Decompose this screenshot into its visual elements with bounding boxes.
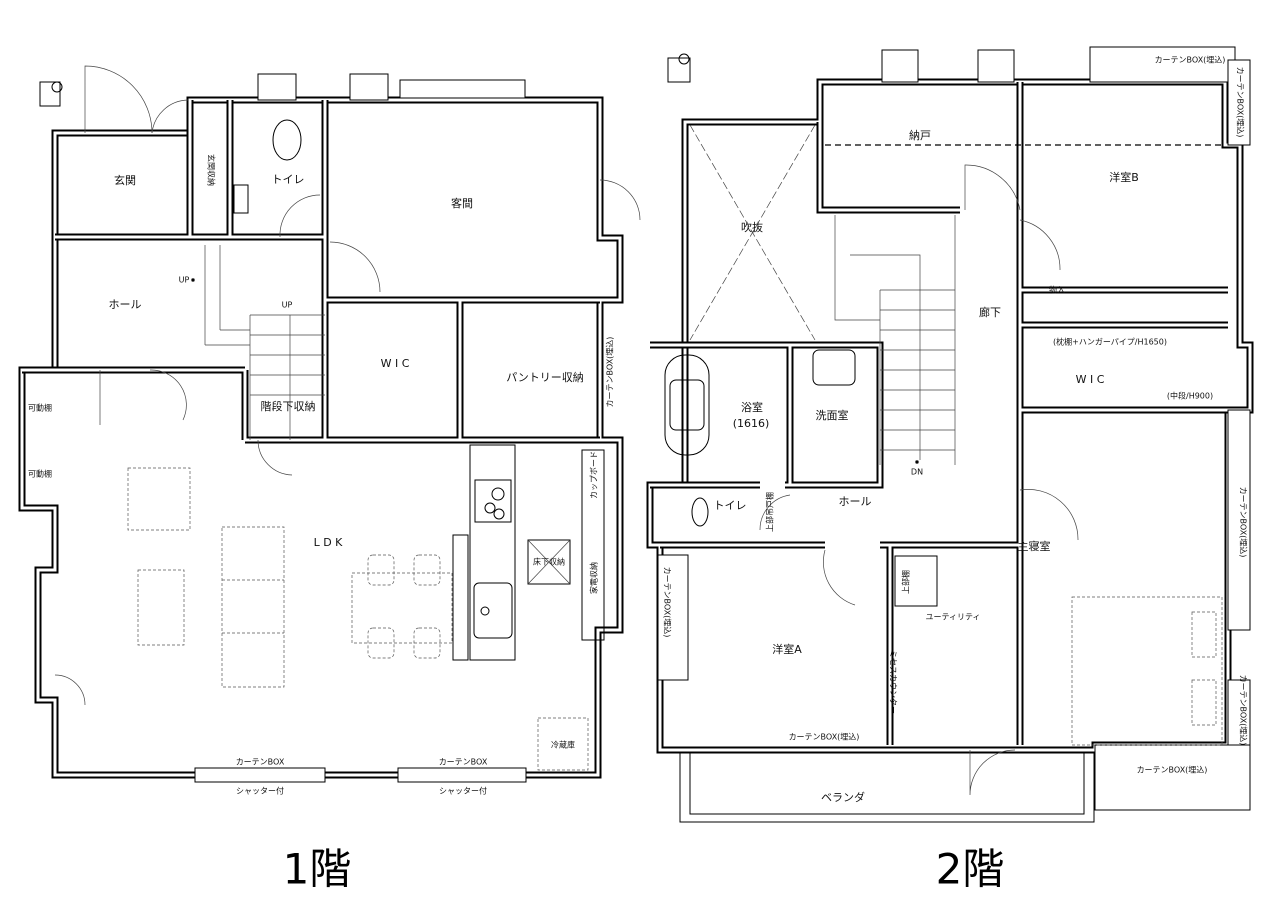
note-label: ミセスカウンター xyxy=(889,650,898,714)
room-label: 納戸 xyxy=(909,129,931,142)
note-label: (中段/H900) xyxy=(1167,391,1213,401)
room-label: トイレ xyxy=(272,173,305,186)
toilet-icon xyxy=(272,119,302,161)
floor1-labels: 玄関 玄関収納 トイレ 客間 ホール UP UP W I C パントリー収納 階… xyxy=(28,154,615,796)
note-label: (枕棚+ハンガーパイプ/H1650) xyxy=(1053,337,1167,347)
note-label: カーテンBOX xyxy=(236,758,285,767)
room-label: 洋室B xyxy=(1109,170,1139,184)
bathtub-icon xyxy=(664,354,710,456)
note-label: カーテンBOX(埋込) xyxy=(1155,55,1226,65)
floor2-title: 2階 xyxy=(936,845,1005,894)
veranda-area xyxy=(679,751,1095,823)
floor1-stairs xyxy=(191,245,325,440)
floor2-outer-wall xyxy=(646,78,1254,754)
toilet-icon xyxy=(691,497,709,527)
void-cross xyxy=(689,124,816,341)
floor1-interior-walls xyxy=(22,100,600,444)
floor1-furniture xyxy=(127,467,589,771)
room-label: ユーティリティ xyxy=(925,613,980,622)
stair-direction: UP xyxy=(179,276,190,285)
room-label: 廊下 xyxy=(979,305,1001,319)
upper-shelf-box xyxy=(894,555,938,607)
room-label: L D K xyxy=(314,536,344,549)
room-label: 玄関 xyxy=(114,173,136,187)
room-label: 玄関収納 xyxy=(207,154,217,186)
room-label: (1616) xyxy=(733,417,770,430)
note-label: カーテンBOX(埋込) xyxy=(1137,765,1208,775)
room-label: トイレ xyxy=(714,499,747,512)
note-label: カーテンBOX xyxy=(439,758,488,767)
room-label: 物入 xyxy=(1049,285,1065,295)
room-label: 洗面室 xyxy=(816,408,849,422)
room-label: 主寝室 xyxy=(1018,539,1051,553)
room-label: カップボード xyxy=(590,451,599,499)
note-label: カーテンBOX(埋込) xyxy=(663,567,673,638)
room-label: パントリー収納 xyxy=(506,371,584,384)
note-label: カーテンBOX(埋込) xyxy=(1239,487,1249,558)
note-label: シャッター付 xyxy=(439,786,487,796)
note-label: カーテンBOX(埋込) xyxy=(1239,675,1249,746)
room-label: 階段下収納 xyxy=(261,399,316,413)
room-label: ホール xyxy=(839,495,872,508)
room-label: カーテンBOX(埋込) xyxy=(605,337,615,408)
note-label: カーテンBOX(埋込) xyxy=(789,732,860,742)
room-label: 家電収納 xyxy=(589,562,599,594)
floor1-title: 1階 xyxy=(283,845,352,894)
outdoor-unit-icon xyxy=(39,81,61,107)
floor2-labels: 吹抜 納戸 洋室B 物入 廊下 (枕棚+ハンガーパイプ/H1650) W I C… xyxy=(663,55,1249,805)
floor2-plan: 吹抜 納戸 洋室B 物入 廊下 (枕棚+ハンガーパイプ/H1650) W I C… xyxy=(646,46,1254,894)
room-label: W I C xyxy=(381,357,410,370)
stair-direction: UP xyxy=(282,301,293,310)
room-label: 可動棚 xyxy=(28,469,52,479)
note-label: シャッター付 xyxy=(236,786,284,796)
room-label: 可動棚 xyxy=(28,403,52,413)
room-label: 冷蔵庫 xyxy=(551,740,575,750)
room-label: ホール xyxy=(109,298,142,311)
floor2-stairs xyxy=(834,215,956,465)
note-label: 上部棚 xyxy=(901,570,911,594)
outdoor-unit-icon xyxy=(667,57,691,83)
washbasin-icon xyxy=(812,349,856,386)
bed xyxy=(1071,596,1223,746)
note-label: 上部吊戸棚 xyxy=(765,492,775,532)
room-label: 客間 xyxy=(451,196,473,210)
room-label: ベランダ xyxy=(821,790,865,804)
note-label: カーテンBOX(埋込) xyxy=(1236,67,1246,138)
room-label: 床下収納 xyxy=(533,557,565,567)
room-label: 吹抜 xyxy=(741,220,763,234)
room-label: 浴室 xyxy=(741,400,763,414)
room-label: W I C xyxy=(1076,373,1105,386)
stair-direction: DN xyxy=(911,468,923,477)
floor2-interior-walls xyxy=(650,82,1228,745)
kitchen-counter xyxy=(452,444,605,661)
floor1-plan: 玄関 玄関収納 トイレ 客間 ホール UP UP W I C パントリー収納 階… xyxy=(18,65,641,894)
room-label: 洋室A xyxy=(772,642,802,656)
sink-icon xyxy=(233,184,249,214)
